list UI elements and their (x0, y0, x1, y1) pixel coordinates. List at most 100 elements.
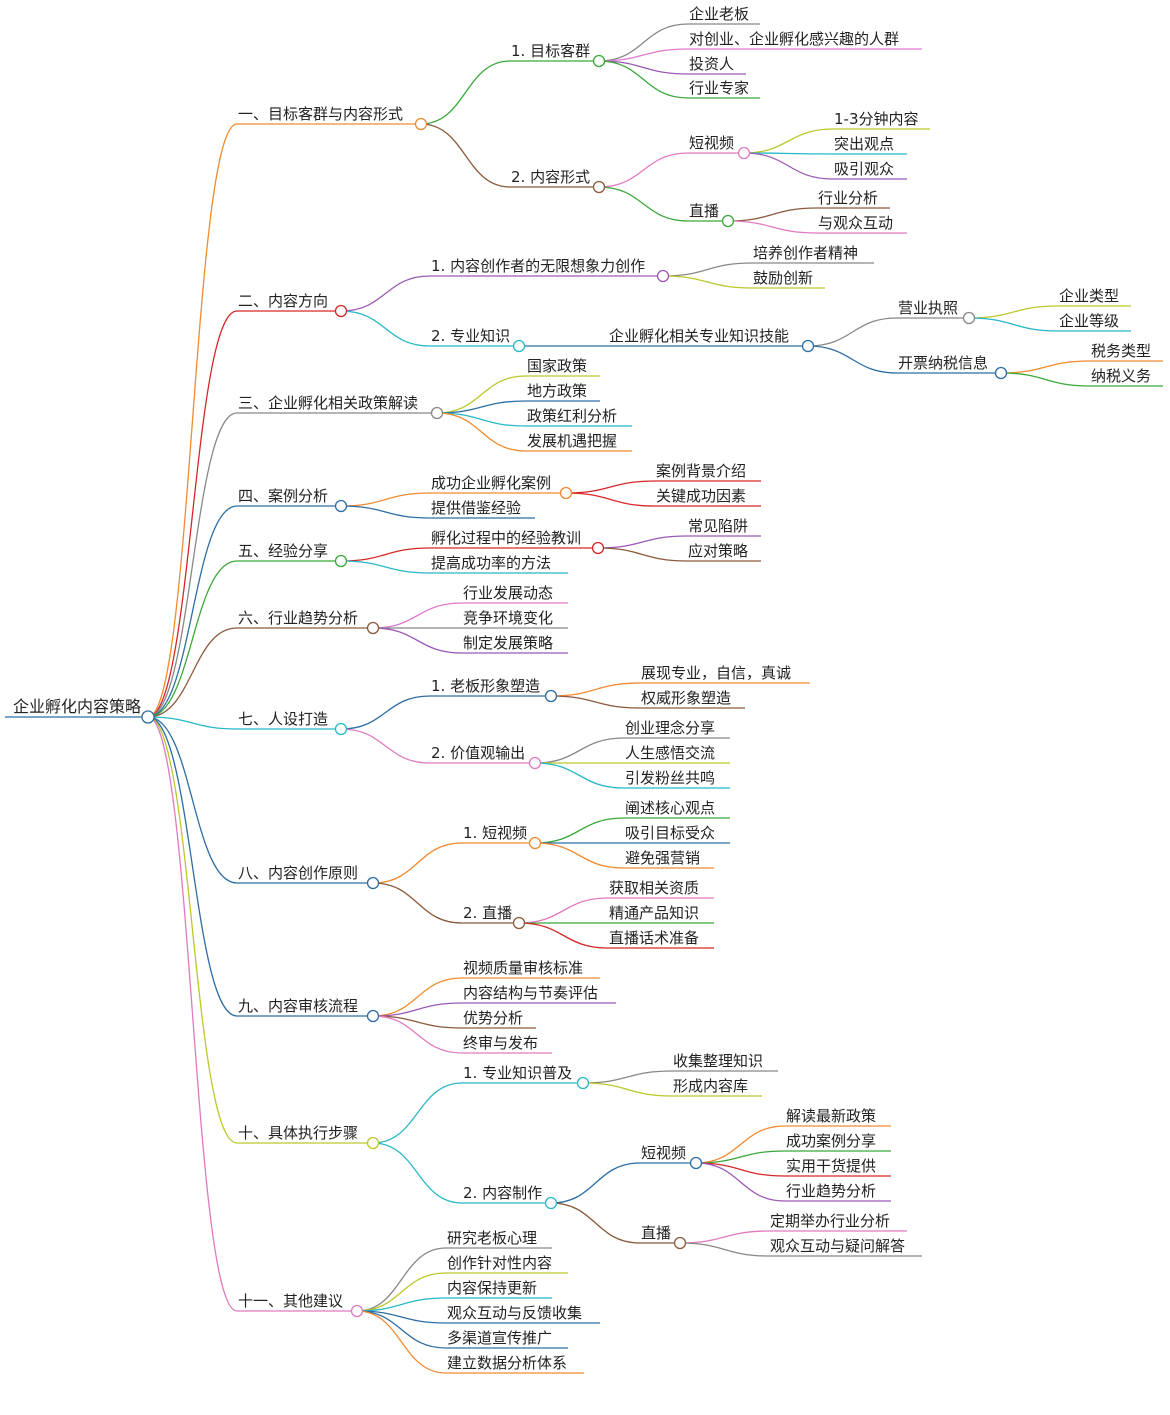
topic-10-3[interactable]: 观众互动与反馈收集 (447, 1304, 582, 1322)
collapse-toggle-1-1-0-1[interactable] (994, 366, 1008, 380)
topic-7-1-1[interactable]: 精通产品知识 (609, 904, 699, 922)
topic-8-3[interactable]: 终审与发布 (463, 1034, 538, 1052)
topic-3-0[interactable]: 成功企业孵化案例 (431, 474, 551, 492)
topic-3-0-0[interactable]: 案例背景介绍 (656, 462, 746, 480)
topic-9-1-0[interactable]: 短视频 (641, 1144, 686, 1162)
topic-9-1-0-2[interactable]: 实用干货提供 (786, 1157, 876, 1175)
topic-4[interactable]: 五、经验分享 (238, 542, 328, 560)
topic-1-1-0-0-1[interactable]: 企业等级 (1059, 312, 1119, 330)
topic-0-1-1-1[interactable]: 与观众互动 (818, 214, 893, 232)
topic-0-1-0[interactable]: 短视频 (689, 134, 734, 152)
topic-10-4[interactable]: 多渠道宣传推广 (447, 1329, 552, 1347)
topic-1-1-0-0-0[interactable]: 企业类型 (1059, 287, 1119, 305)
topic-10-1[interactable]: 创作针对性内容 (447, 1254, 552, 1272)
topic-5-0[interactable]: 行业发展动态 (463, 584, 553, 602)
topic-0-1-0-2[interactable]: 吸引观众 (834, 160, 894, 178)
topic-9-1-0-1[interactable]: 成功案例分享 (786, 1132, 876, 1150)
topic-7-1-0[interactable]: 获取相关资质 (609, 879, 699, 897)
topic-5-1[interactable]: 竞争环境变化 (463, 609, 553, 627)
topic-9-1-1[interactable]: 直播 (641, 1224, 671, 1242)
collapse-toggle-6[interactable] (334, 722, 348, 736)
collapse-toggle-7[interactable] (366, 876, 380, 890)
topic-1-0-0[interactable]: 培养创作者精神 (753, 244, 858, 262)
collapse-toggle-1-1-0[interactable] (801, 339, 815, 353)
topic-0-0-2[interactable]: 投资人 (689, 55, 734, 73)
topic-0-0-0[interactable]: 企业老板 (689, 5, 749, 23)
topic-0-1-1[interactable]: 直播 (689, 202, 719, 220)
collapse-toggle-0-0[interactable] (592, 54, 606, 68)
collapse-toggle-4-0[interactable] (591, 541, 605, 555)
topic-7-1-2[interactable]: 直播话术准备 (609, 929, 699, 947)
collapse-toggle-0-1-0[interactable] (737, 146, 751, 160)
collapse-toggle-6-0[interactable] (544, 689, 558, 703)
topic-4-1[interactable]: 提高成功率的方法 (431, 554, 551, 572)
collapse-toggle-8[interactable] (366, 1009, 380, 1023)
topic-7-0-0[interactable]: 阐述核心观点 (625, 799, 715, 817)
topic-6[interactable]: 七、人设打造 (238, 710, 328, 728)
topic-9[interactable]: 十、具体执行步骤 (238, 1124, 358, 1142)
collapse-toggle-9-0[interactable] (576, 1076, 590, 1090)
topic-2-2[interactable]: 政策红利分析 (527, 407, 617, 425)
collapse-toggle-1-1-0-0[interactable] (962, 311, 976, 325)
topic-0-0-1[interactable]: 对创业、企业孵化感兴趣的人群 (689, 30, 899, 48)
topic-9-1-1-0[interactable]: 定期举办行业分析 (770, 1212, 890, 1230)
topic-7[interactable]: 八、内容创作原则 (238, 864, 358, 882)
topic-5[interactable]: 六、行业趋势分析 (238, 609, 358, 627)
topic-1-1[interactable]: 2. 专业知识 (431, 327, 510, 345)
topic-10[interactable]: 十一、其他建议 (238, 1292, 343, 1310)
topic-3-1[interactable]: 提供借鉴经验 (431, 499, 521, 517)
topic-8-2[interactable]: 优势分析 (463, 1009, 523, 1027)
topic-1-1-0-1-0[interactable]: 税务类型 (1091, 342, 1151, 360)
topic-6-0-1[interactable]: 权威形象塑造 (641, 689, 731, 707)
topic-8-1[interactable]: 内容结构与节奏评估 (463, 984, 598, 1002)
topic-6-1-2[interactable]: 引发粉丝共鸣 (625, 769, 715, 787)
topic-9-1-0-0[interactable]: 解读最新政策 (786, 1107, 876, 1125)
topic-1-1-0[interactable]: 企业孵化相关专业知识技能 (609, 327, 789, 345)
topic-6-0-0[interactable]: 展现专业，自信，真诚 (641, 664, 791, 682)
topic-6-1-0[interactable]: 创业理念分享 (625, 719, 715, 737)
topic-0-1[interactable]: 2. 内容形式 (511, 168, 590, 186)
topic-1-0[interactable]: 1. 内容创作者的无限想象力创作 (431, 257, 645, 275)
topic-2-1[interactable]: 地方政策 (527, 382, 587, 400)
collapse-toggle-9-1[interactable] (544, 1196, 558, 1210)
collapse-toggle-9[interactable] (366, 1136, 380, 1150)
topic-9-0-0[interactable]: 收集整理知识 (673, 1052, 763, 1070)
collapse-toggle-3-0[interactable] (559, 486, 573, 500)
topic-0-1-0-1[interactable]: 突出观点 (834, 135, 894, 153)
collapse-toggle-3[interactable] (334, 499, 348, 513)
topic-0-0-3[interactable]: 行业专家 (689, 79, 749, 97)
topic-10-2[interactable]: 内容保持更新 (447, 1279, 537, 1297)
topic-8[interactable]: 九、内容审核流程 (238, 997, 358, 1015)
topic-0-1-0-0[interactable]: 1-3分钟内容 (834, 110, 919, 128)
collapse-toggle-4[interactable] (334, 554, 348, 568)
topic-1-1-0-0[interactable]: 营业执照 (898, 299, 958, 317)
topic-2-0[interactable]: 国家政策 (527, 357, 587, 375)
collapse-toggle-0[interactable] (414, 117, 428, 131)
collapse-toggle-0-1-1[interactable] (721, 214, 735, 228)
topic-2[interactable]: 三、企业孵化相关政策解读 (238, 394, 418, 412)
topic-10-0[interactable]: 研究老板心理 (447, 1229, 537, 1247)
collapse-toggle-0-1[interactable] (592, 180, 606, 194)
collapse-toggle-1[interactable] (334, 304, 348, 318)
topic-4-0[interactable]: 孵化过程中的经验教训 (431, 529, 581, 547)
topic-7-0-1[interactable]: 吸引目标受众 (625, 824, 715, 842)
collapse-toggle-root[interactable] (141, 710, 155, 724)
root-topic[interactable]: 企业孵化内容策略 (13, 697, 141, 716)
topic-1-1-0-1-1[interactable]: 纳税义务 (1091, 367, 1151, 385)
topic-9-1-1-1[interactable]: 观众互动与疑问解答 (770, 1237, 905, 1255)
topic-1-1-0-1[interactable]: 开票纳税信息 (898, 354, 988, 372)
collapse-toggle-9-1-1[interactable] (673, 1236, 687, 1250)
collapse-toggle-10[interactable] (350, 1304, 364, 1318)
collapse-toggle-6-1[interactable] (528, 756, 542, 770)
topic-0-0[interactable]: 1. 目标客群 (511, 42, 590, 60)
topic-8-0[interactable]: 视频质量审核标准 (463, 959, 583, 977)
collapse-toggle-7-1[interactable] (512, 916, 526, 930)
topic-7-1[interactable]: 2. 直播 (463, 904, 512, 922)
topic-9-0[interactable]: 1. 专业知识普及 (463, 1064, 572, 1082)
topic-6-1-1[interactable]: 人生感悟交流 (625, 744, 715, 762)
collapse-toggle-2[interactable] (430, 406, 444, 420)
topic-0[interactable]: 一、目标客群与内容形式 (238, 105, 403, 123)
topic-6-1[interactable]: 2. 价值观输出 (431, 744, 525, 762)
topic-3-0-1[interactable]: 关键成功因素 (656, 487, 746, 505)
collapse-toggle-5[interactable] (366, 621, 380, 635)
